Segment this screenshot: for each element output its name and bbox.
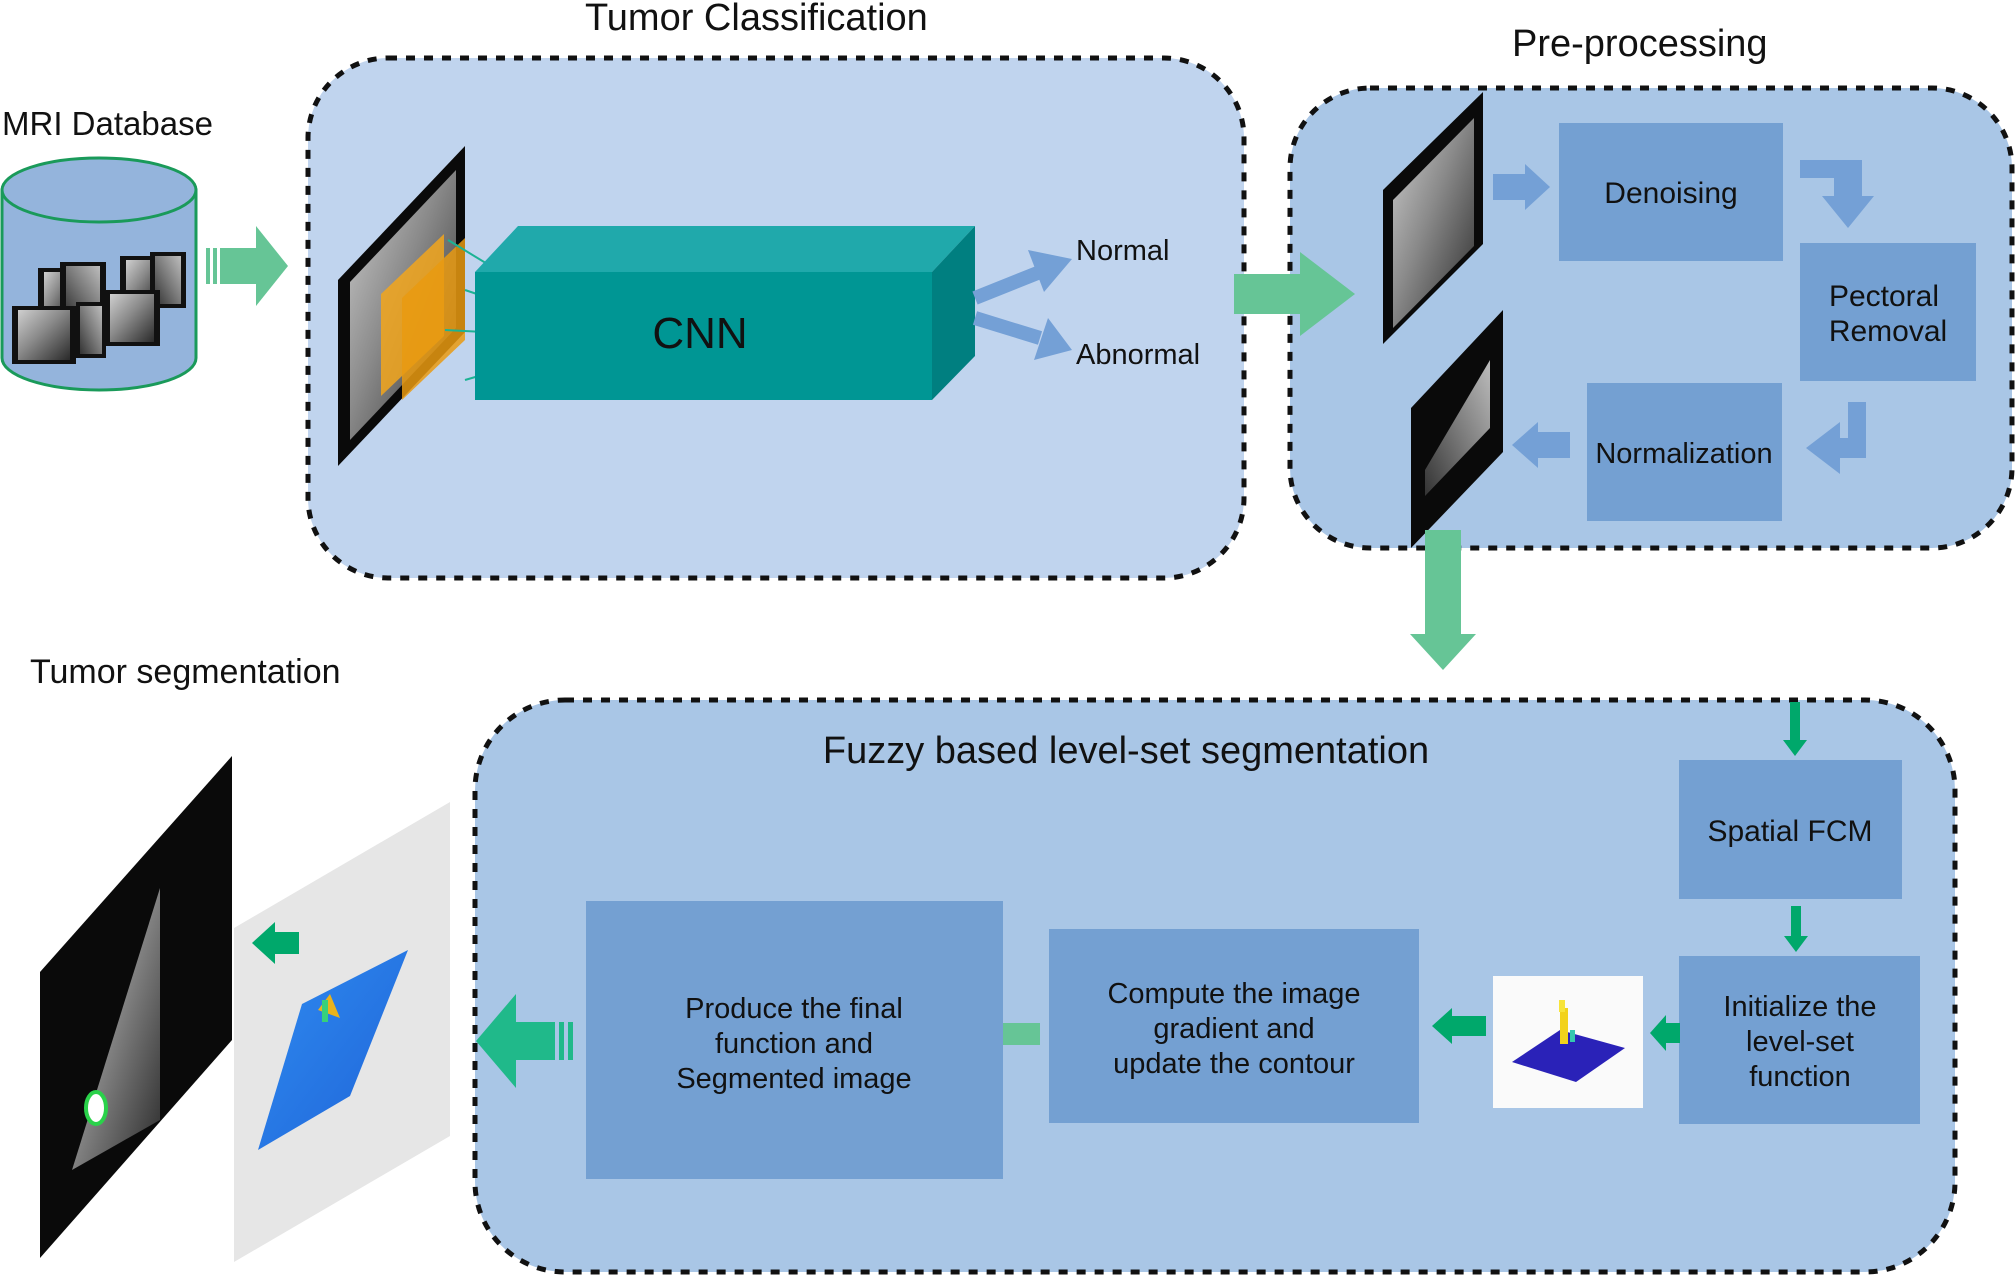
tumor-segmentation-title: Tumor segmentation [30,653,341,691]
initialize-label-line2: level-set [1746,1026,1854,1058]
tumor-classification-title: Tumor Classification [585,0,928,39]
produce-label-line2: function and [715,1028,873,1060]
segmented-output-image [40,756,232,1258]
compute-gradient-box [1049,929,1419,1123]
database-cylinder-icon [0,156,198,392]
fuzzy-segmentation-title: Fuzzy based level-set segmentation [823,730,1429,772]
arrow-segmentation-to-result [476,994,573,1088]
initialize-label-line1: Initialize the [1723,991,1876,1023]
output-abnormal-label: Abnormal [1076,339,1200,371]
compute-label-line1: Compute the image [1107,978,1360,1010]
pectoral-removal-label-line2: Removal [1829,315,1947,348]
arrow-to-denoising [1493,164,1550,210]
pectoral-removal-box [1800,243,1976,381]
produce-label-line3: Segmented image [676,1063,911,1095]
normalization-label: Normalization [1595,438,1772,470]
denoising-label: Denoising [1604,177,1737,210]
level-set-surface-plot [1493,976,1643,1108]
arrow-preprocessing-to-segmentation [1410,530,1476,670]
compute-label-line3: update the contour [1113,1048,1355,1080]
normalization-box [1587,383,1782,521]
arrow-database-to-classification [206,226,288,306]
arrow-to-abnormal [972,311,1072,360]
spatial-fcm-box [1679,760,1902,899]
arrow-initialize-to-surface [1650,1015,1680,1051]
pectoral-removal-label-line1: Pectoral [1829,280,1939,313]
pre-processing-title: Pre-processing [1512,23,1768,65]
denoising-box [1559,123,1783,261]
original-mammogram-image [1383,92,1483,344]
produce-label-line1: Produce the final [685,993,903,1025]
normalized-mammogram-image [1411,310,1503,548]
arrow-into-spatial-fcm [1783,702,1807,756]
arrow-surface-to-compute [1432,1008,1486,1044]
compute-label-line2: gradient and [1153,1013,1314,1045]
produce-final-box [586,901,1003,1179]
mri-database-title: MRI Database [2,105,213,142]
cnn-label: CNN [652,309,747,358]
output-normal-label: Normal [1076,235,1169,267]
arrow-to-normal [972,250,1072,305]
arrow-pectoral-to-normalization [1806,402,1866,474]
initialize-level-set-box [1679,956,1920,1124]
cnn-block [475,226,975,400]
arrow-plane-to-segmented [252,922,299,964]
arrow-fcm-to-initialize [1784,906,1808,952]
arrow-to-normalized-image [1512,422,1570,468]
arrow-denoising-to-pectoral [1800,160,1874,228]
spatial-fcm-label: Spatial FCM [1707,815,1872,848]
arrow-classification-to-preprocessing [1234,252,1355,336]
initialize-label-line3: function [1749,1061,1851,1093]
level-set-result-plane [234,802,450,1262]
